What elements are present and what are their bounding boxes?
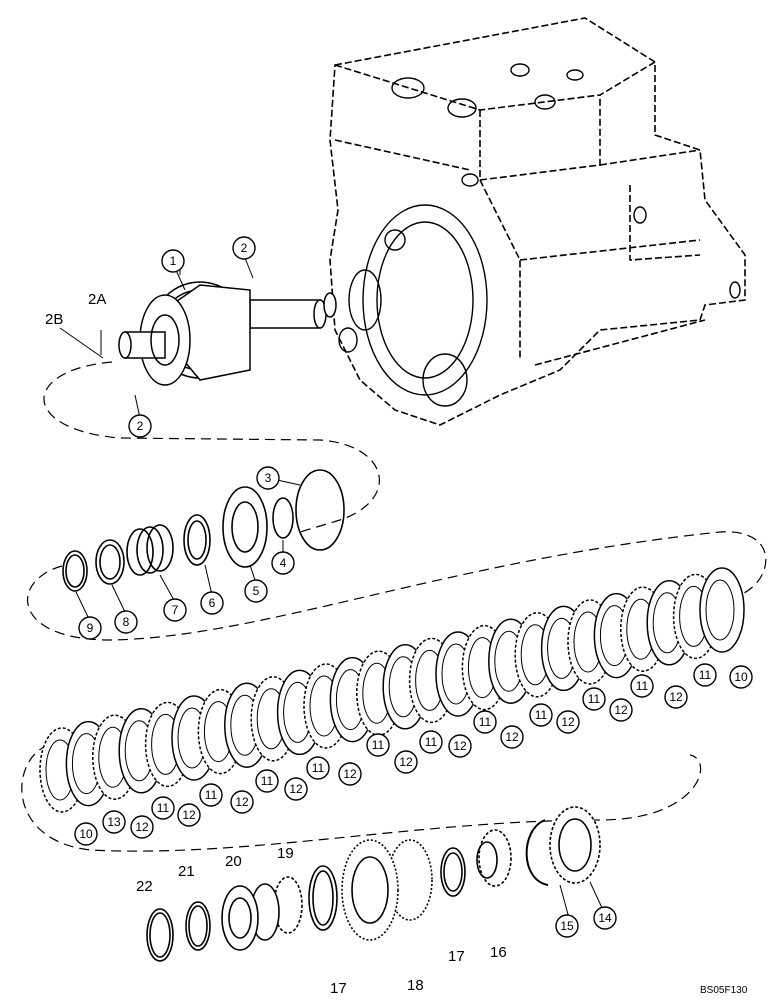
callout-label-c-9: 9 [87,621,94,635]
callout-circle-c-12-02 [609,698,633,722]
callout-circle-c-12-10 [177,803,201,827]
callout-circle-c-3 [256,466,280,490]
callout-circle-c-10b [74,822,98,846]
callout-label-c-11-01: 11 [699,668,712,682]
callout-label-c-12-09: 12 [235,795,249,809]
callout-circle-c-2a [232,236,256,260]
callout-label-c-14: 14 [598,911,612,925]
callout-circle-c-11-09 [255,769,279,793]
callout-label-c-11-06: 11 [425,735,438,749]
callout-label-c-10a: 10 [734,670,748,684]
callout-circle-c-10a [729,665,753,689]
callout-label-c-11-08: 11 [312,761,325,775]
label-20: 20 [225,853,242,870]
callout-circle-c-4 [271,551,295,575]
callout-circle-c-12-03 [556,710,580,734]
callout-label-c-5: 5 [253,584,260,598]
callout-circle-c-11-05 [473,710,497,734]
callout-circle-c-11-03 [582,687,606,711]
callout-circle-c-14 [593,906,617,930]
callout-label-c-1: 1 [170,254,177,268]
callout-circle-c-11-01 [693,663,717,687]
callout-label-c-11-07: 11 [372,738,385,752]
callout-label-c-2b: 2 [137,419,144,433]
callout-circle-c-5 [244,579,268,603]
clutch-disc-pack [39,567,745,813]
callout-label-c-11-09: 11 [261,774,274,788]
friction-disc [699,567,745,653]
transmission-housing [329,17,746,426]
callout-label-c-15: 15 [560,919,574,933]
callout-circle-c-11-10 [199,783,223,807]
image-code: BS05F130 [700,985,748,996]
callout-circle-c-12-01 [664,685,688,709]
callout-label-c-11-02: 11 [636,679,649,693]
callout-circle-c-2b [128,414,152,438]
ring-parts-row [62,469,345,592]
callout-label-c-12-03: 12 [561,715,575,729]
callout-circle-c-11-06 [419,730,443,754]
plain-labels: 2A 2B 16 17 17 18 19 20 21 22 BS05F130 [45,291,748,997]
callout-circle-c-12-05 [448,734,472,758]
gear-train-parts [146,806,601,962]
callout-circle-c-11-08 [306,756,330,780]
callout-markers: 1223456789101011111111111111111111111212… [74,236,753,938]
callout-circle-c-11-02 [630,674,654,698]
callout-label-c-7: 7 [172,603,179,617]
callout-circle-c-15 [555,914,579,938]
callout-label-c-12-02: 12 [614,703,628,717]
callout-circle-c-11-11 [151,796,175,820]
callout-label-c-4: 4 [280,556,287,570]
callout-label-c-11-11: 11 [157,801,170,815]
label-2a: 2A [88,291,106,308]
callout-label-c-2a: 2 [241,241,248,255]
callout-label-c-12-04: 12 [505,730,519,744]
callout-label-c-3: 3 [265,471,272,485]
assembly-flow-lines [21,361,767,852]
callout-circle-c-7 [163,598,187,622]
label-16: 16 [490,944,507,961]
callout-label-c-11-10: 11 [205,788,218,802]
callout-circle-c-1 [161,249,185,273]
callout-circle-c-12-08 [284,777,308,801]
callout-circle-c-12-04 [500,725,524,749]
label-18: 18 [407,977,424,994]
callout-label-c-12-01: 12 [669,690,683,704]
callout-circle-c-12-06 [394,750,418,774]
callout-label-c-13: 13 [107,815,121,829]
label-17-left: 17 [330,980,347,997]
label-17-right: 17 [448,948,465,965]
callout-circle-c-12-11 [130,815,154,839]
callout-label-c-12-10: 12 [182,808,196,822]
callout-circle-c-8 [114,610,138,634]
callout-label-c-8: 8 [123,615,130,629]
callout-circle-c-6 [200,591,224,615]
callout-label-c-6: 6 [209,596,216,610]
callout-circle-c-12-09 [230,790,254,814]
callout-label-c-12-06: 12 [399,755,413,769]
housing-bores [338,63,741,407]
callout-label-c-12-11: 12 [135,820,149,834]
clutch-drum-shaft [118,281,337,386]
callout-circle-c-11-07 [366,733,390,757]
callout-label-c-11-04: 11 [535,708,548,722]
callout-label-c-12-07: 12 [343,767,357,781]
callout-label-c-11-03: 11 [588,692,601,706]
callout-label-c-10b: 10 [79,827,93,841]
callout-circle-c-12-07 [338,762,362,786]
label-21: 21 [178,863,195,880]
callout-label-c-12-08: 12 [289,782,303,796]
disc-bore [705,579,735,641]
callout-label-c-11-05: 11 [479,715,492,729]
callout-label-c-12-05: 12 [453,739,467,753]
label-19: 19 [277,845,294,862]
callout-circle-c-9 [78,616,102,640]
label-22: 22 [136,878,153,895]
callout-circle-c-11-04 [529,703,553,727]
label-2b: 2B [45,311,63,328]
callout-circle-c-13 [102,810,126,834]
